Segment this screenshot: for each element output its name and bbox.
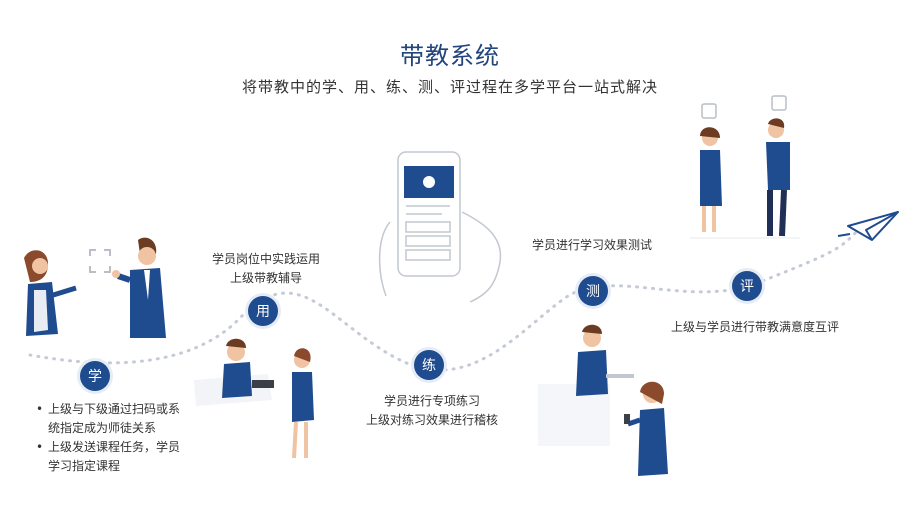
test-caption: 学员进行学习效果测试	[522, 236, 662, 255]
evaluate-illustration	[690, 95, 800, 239]
evaluate-caption-line: 上级与学员进行带教满意度互评	[670, 320, 839, 334]
step-evaluate-badge: 评	[732, 271, 762, 301]
learn-bullets: 上级与下级通过扫码或系统指定成为师徒关系 上级发送课程任务，学员学习指定课程	[36, 400, 186, 476]
paper-plane-icon	[837, 211, 899, 241]
learn-bullet: 上级与下级通过扫码或系统指定成为师徒关系	[36, 400, 186, 438]
use-caption: 学员岗位中实践运用 上级带教辅导	[200, 250, 332, 288]
test-illustration	[538, 324, 668, 476]
use-illustration	[194, 338, 314, 459]
use-caption-line: 学员岗位中实践运用	[211, 252, 320, 266]
use-caption-line: 上级带教辅导	[229, 271, 302, 285]
practice-caption-line: 学员进行专项练习	[383, 394, 480, 408]
learn-bullet: 上级发送课程任务，学员学习指定课程	[36, 438, 186, 476]
phone-illustration	[378, 151, 502, 303]
test-caption-line: 学员进行学习效果测试	[531, 238, 652, 252]
step-test-badge: 测	[578, 276, 608, 306]
learn-illustration	[24, 237, 166, 338]
page-subtitle: 将带教中的学、用、练、测、评过程在多学平台一站式解决	[241, 78, 658, 96]
step-use-badge: 用	[248, 296, 278, 326]
practice-caption-line: 上级对练习效果进行稽核	[365, 413, 498, 427]
evaluate-caption: 上级与学员进行带教满意度互评	[660, 318, 850, 337]
page-title: 带教系统	[400, 42, 500, 70]
practice-caption: 学员进行专项练习 上级对练习效果进行稽核	[362, 392, 502, 430]
step-learn-badge: 学	[80, 361, 110, 391]
step-practice-badge: 练	[414, 350, 444, 380]
